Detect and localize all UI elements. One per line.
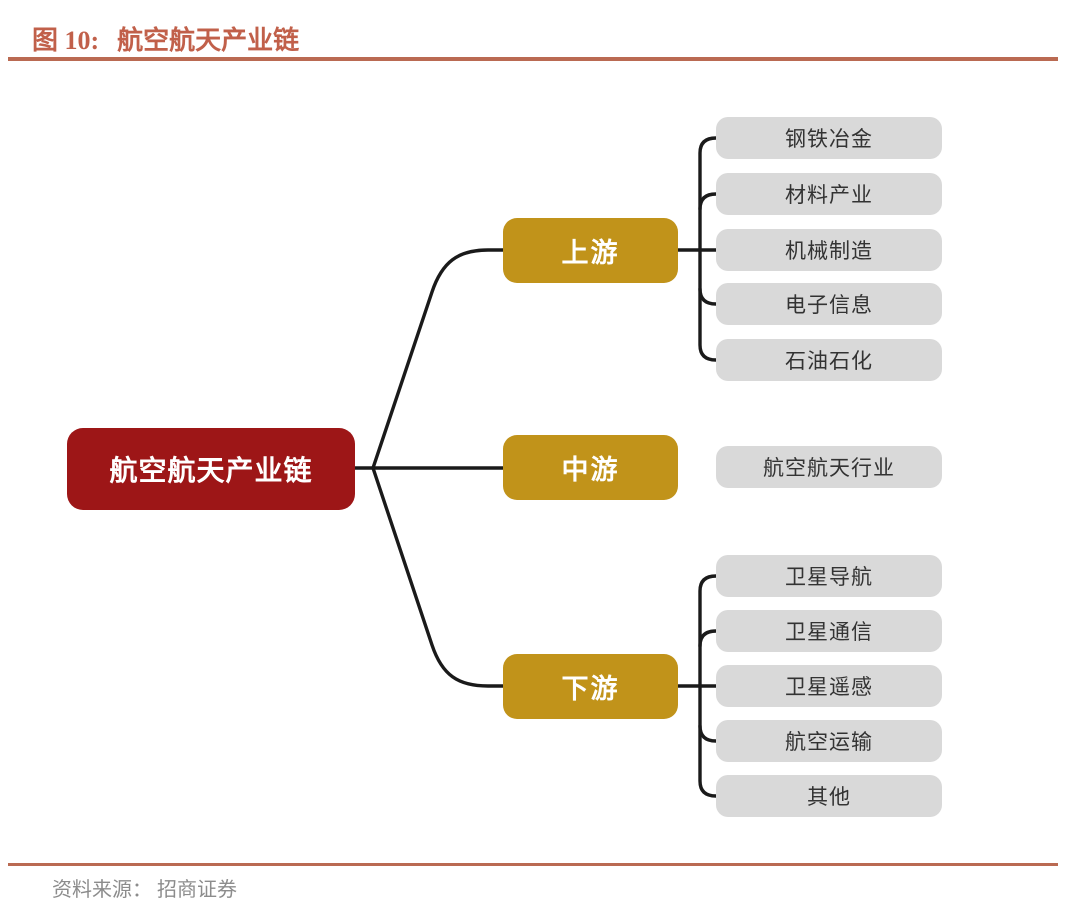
footer-divider — [8, 863, 1058, 866]
connector-down-branch4 — [698, 724, 718, 743]
connector-down-branch2 — [698, 629, 718, 648]
leaf-node-electronic-information: 电子信息 — [716, 283, 942, 325]
connector-root-down — [371, 466, 505, 688]
leaf-node-air-transport: 航空运输 — [716, 720, 942, 762]
source-attribution: 资料来源： 招商证券 — [52, 879, 237, 901]
figure-number-label: 图 10: — [32, 26, 100, 55]
leaf-node-aerospace-industry: 航空航天行业 — [716, 446, 942, 488]
figure-title-text: 航空航天产业链 — [117, 26, 300, 55]
connector-root-up — [371, 248, 505, 470]
leaf-node-satellite-remote-sensing: 卫星遥感 — [716, 665, 942, 707]
stage-node-upstream: 上游 — [503, 218, 678, 283]
connector-up-branch4 — [698, 287, 718, 306]
connector-up-trunk — [698, 136, 718, 362]
connector-up-branch2 — [698, 192, 718, 211]
stage-node-downstream: 下游 — [503, 654, 678, 719]
header-divider — [8, 57, 1058, 61]
leaf-node-petroleum-petrochemical: 石油石化 — [716, 339, 942, 381]
leaf-node-satellite-navigation: 卫星导航 — [716, 555, 942, 597]
leaf-node-materials-industry: 材料产业 — [716, 173, 942, 215]
figure-title: 图 10: 航空航天产业链 — [32, 20, 299, 57]
root-node-aerospace-chain: 航空航天产业链 — [67, 428, 355, 510]
leaf-node-steel-metallurgy: 钢铁冶金 — [716, 117, 942, 159]
leaf-node-satellite-communication: 卫星通信 — [716, 610, 942, 652]
leaf-node-others: 其他 — [716, 775, 942, 817]
stage-node-midstream: 中游 — [503, 435, 678, 500]
connector-down-trunk — [698, 574, 718, 798]
leaf-node-machinery-manufacturing: 机械制造 — [716, 229, 942, 271]
